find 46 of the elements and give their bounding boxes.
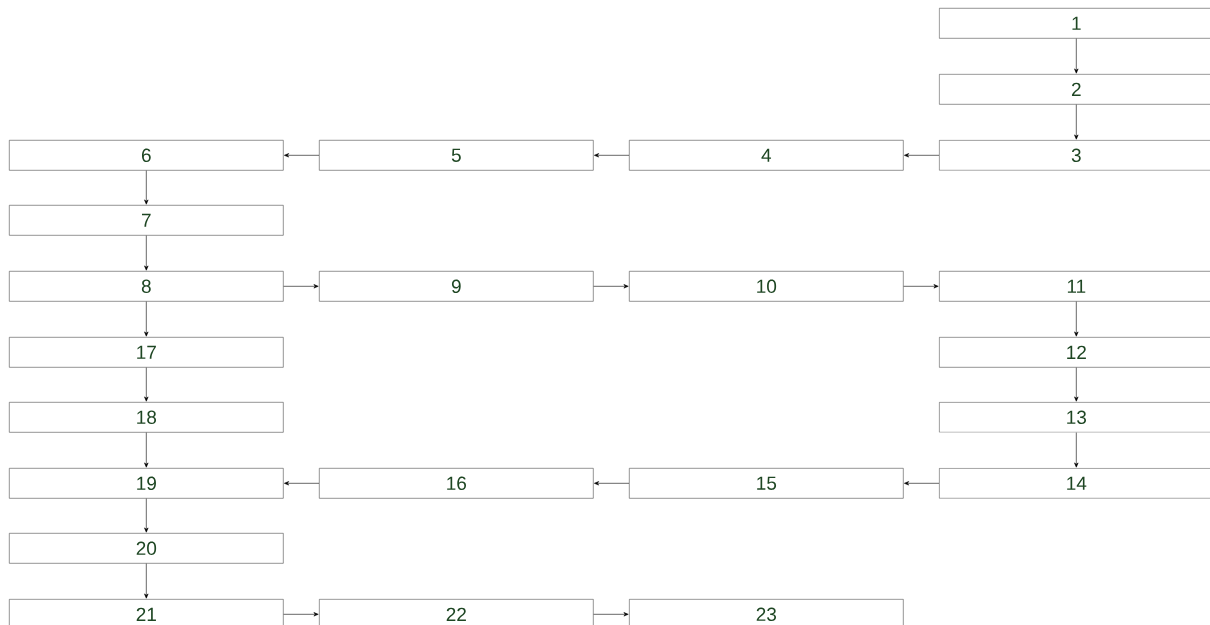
- arrow: [593, 612, 629, 617]
- arrow: [144, 170, 149, 205]
- arrow: [1074, 432, 1079, 468]
- process-box: 19: [9, 468, 284, 499]
- process-box: 22: [319, 599, 594, 625]
- process-box: 11: [939, 271, 1210, 302]
- process-box: 13: [939, 402, 1210, 433]
- arrow: [903, 284, 939, 289]
- process-box: 12: [939, 337, 1210, 368]
- arrow: [144, 563, 149, 599]
- arrow: [593, 284, 629, 289]
- arrow: [284, 153, 320, 158]
- process-box: 21: [9, 599, 284, 625]
- arrow: [283, 612, 319, 617]
- arrow: [594, 153, 630, 158]
- arrow: [594, 481, 630, 486]
- arrow: [1074, 104, 1079, 140]
- arrow: [144, 301, 149, 337]
- process-box: 3: [939, 140, 1210, 171]
- process-box: 15: [629, 468, 904, 499]
- arrow: [1074, 301, 1079, 337]
- process-box: 9: [319, 271, 594, 302]
- arrow: [144, 367, 149, 402]
- arrow: [1074, 38, 1079, 74]
- arrow: [283, 284, 319, 289]
- process-box: 18: [9, 402, 284, 433]
- arrow: [1074, 367, 1079, 402]
- process-box: 2: [939, 74, 1210, 105]
- process-box: 5: [319, 140, 594, 171]
- arrow: [144, 432, 149, 468]
- process-box: 14: [939, 468, 1210, 499]
- process-box: 4: [629, 140, 904, 171]
- arrow: [144, 498, 149, 533]
- process-box: 6: [9, 140, 284, 171]
- process-box: 8: [9, 271, 284, 302]
- process-box: 20: [9, 533, 284, 564]
- process-box: 16: [319, 468, 594, 499]
- process-box: 17: [9, 337, 284, 368]
- arrow: [904, 153, 940, 158]
- arrow: [904, 481, 940, 486]
- arrow: [144, 235, 149, 271]
- arrow: [284, 481, 320, 486]
- process-box: 23: [629, 599, 904, 625]
- process-box: 7: [9, 205, 284, 236]
- process-box: 1: [939, 8, 1210, 39]
- process-box: 10: [629, 271, 904, 302]
